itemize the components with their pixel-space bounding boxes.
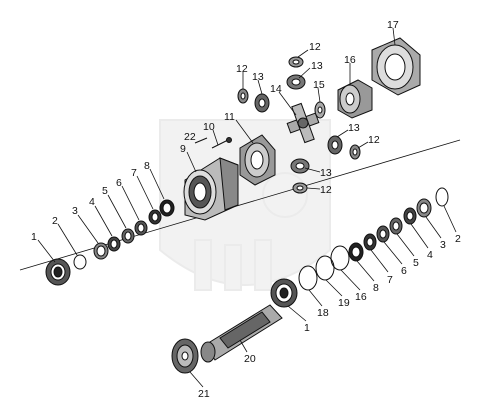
label-13-bottom: 13 — [320, 167, 332, 179]
bearing-1-right — [270, 278, 298, 308]
label-21: 21 — [198, 388, 210, 400]
washer-12-top — [288, 56, 304, 68]
ring-5-right — [389, 217, 403, 235]
separator-line — [19, 139, 461, 271]
label-10: 10 — [203, 121, 215, 133]
ring-6-right — [376, 225, 390, 243]
snap-ring-2-left — [73, 254, 87, 270]
pinion-gear-13-bottom — [290, 158, 310, 174]
label-12-left: 12 — [236, 63, 248, 75]
pinion-gear-13-right — [327, 135, 343, 155]
ring-6-left — [134, 220, 148, 236]
label-12-top: 12 — [309, 41, 321, 53]
ring-18 — [298, 265, 318, 291]
ring-8-left — [159, 199, 175, 217]
label-22: 22 — [184, 131, 196, 143]
ring-16-lower — [330, 245, 350, 271]
label-8-left: 8 — [144, 160, 150, 172]
label-18: 18 — [317, 307, 329, 319]
side-gear-16 — [337, 79, 373, 119]
differential-case-11 — [239, 134, 276, 186]
ring-4-left — [107, 236, 121, 252]
label-15: 15 — [313, 79, 325, 91]
label-6-right: 6 — [401, 265, 407, 277]
label-1-left: 1 — [31, 231, 37, 243]
label-11: 11 — [224, 111, 235, 123]
label-3-right: 3 — [440, 239, 446, 251]
washer-12-right — [349, 144, 361, 160]
label-16-top: 16 — [344, 54, 356, 66]
ring-5-left — [121, 228, 135, 244]
spider-cross-14 — [286, 102, 320, 144]
ring-gear-9 — [183, 157, 239, 221]
label-13-top: 13 — [311, 60, 323, 72]
ring-19 — [315, 255, 335, 281]
pinion-gear-13-top — [286, 74, 306, 90]
ring-7-right — [363, 233, 377, 251]
pinion-gear-13-left — [254, 93, 270, 113]
bolt-10 — [211, 137, 232, 149]
washer-3-left — [93, 242, 109, 260]
label-3-left: 3 — [72, 205, 78, 217]
label-16-lower: 16 — [355, 291, 367, 303]
label-7-left: 7 — [131, 167, 137, 179]
label-1-right: 1 — [304, 322, 310, 334]
part-labels: 1 2 3 4 5 6 7 8 9 22 10 11 12 13 12 13 1… — [31, 19, 461, 400]
label-12-bottom: 12 — [320, 184, 332, 196]
label-2-left: 2 — [52, 215, 58, 227]
label-4-left: 4 — [89, 196, 95, 208]
washer-12-left — [237, 88, 249, 104]
label-13-right: 13 — [348, 122, 360, 134]
pin-22 — [194, 137, 208, 144]
leader-lines — [37, 27, 457, 388]
ring-4-right — [403, 207, 417, 225]
label-2-right: 2 — [455, 233, 461, 245]
ring-7-left — [148, 209, 162, 225]
label-19: 19 — [338, 297, 350, 309]
ring-8-right — [348, 242, 364, 262]
label-5-left: 5 — [102, 185, 108, 197]
input-shaft-20 — [200, 304, 283, 363]
washer-15 — [314, 101, 326, 119]
differential-cover-17 — [371, 37, 421, 96]
bearing-1-left — [45, 258, 71, 286]
label-8-right: 8 — [373, 282, 379, 294]
label-4-right: 4 — [427, 249, 433, 261]
label-6-left: 6 — [116, 177, 122, 189]
snap-ring-2-right — [435, 187, 449, 207]
label-13-left: 13 — [252, 71, 264, 83]
label-17: 17 — [387, 19, 399, 31]
label-12-right: 12 — [368, 134, 380, 146]
label-14: 14 — [270, 83, 282, 95]
label-5-right: 5 — [413, 257, 419, 269]
label-20: 20 — [244, 353, 256, 365]
washer-12-bottom — [292, 182, 308, 194]
label-7-right: 7 — [387, 274, 393, 286]
label-9: 9 — [180, 143, 186, 155]
washer-3-right — [416, 198, 432, 218]
drive-gear-21 — [171, 338, 199, 374]
